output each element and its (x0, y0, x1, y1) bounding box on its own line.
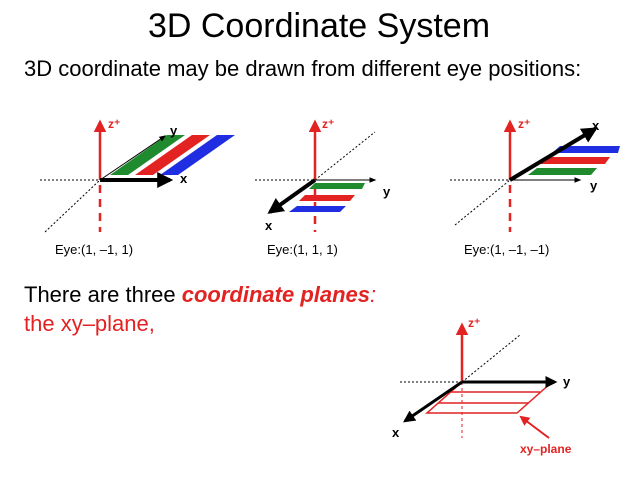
green-strip (528, 168, 597, 175)
green-strip (110, 135, 185, 175)
neg-y-axis (44, 179, 101, 233)
z-label: z⁺ (108, 117, 120, 131)
planes-colon: : (370, 282, 377, 307)
diagram-eye-2: z⁺ y x Eye:(1, 1, 1) (255, 117, 391, 257)
diagram-eye-3: z⁺ x y Eye:(1, –1, –1) (450, 117, 620, 257)
diagram-eye-1: z⁺ y x Eye:(1, –1, 1) (40, 117, 235, 257)
z-label: z⁺ (468, 316, 480, 330)
xy-plane-pointer (519, 415, 550, 439)
slide-title: 3D Coordinate System (147, 7, 491, 45)
blue-strip (160, 135, 235, 175)
z-label: z⁺ (322, 117, 334, 131)
red-strip (135, 135, 210, 175)
x-axis (403, 380, 463, 423)
blue-strip (552, 146, 620, 153)
eye-label: Eye:(1, –1, –1) (464, 242, 549, 257)
x-label: x (592, 118, 600, 133)
eye-label: Eye:(1, –1, 1) (55, 242, 133, 257)
z-label: z⁺ (518, 117, 530, 131)
xy-plane-text: the xy–plane, (24, 311, 155, 336)
x-label: x (180, 171, 188, 186)
xy-plane-diagram: z⁺ y x xy–plane (392, 316, 572, 456)
planes-prefix: There are three (24, 282, 182, 307)
xy-plane-quad (425, 381, 554, 414)
y-axis (99, 135, 167, 181)
green-strip (309, 183, 365, 189)
y-label: y (590, 178, 598, 193)
x-label: x (392, 425, 400, 440)
blue-strip (289, 206, 346, 212)
red-strip (299, 195, 355, 201)
coordinate-planes-sentence: There are three coordinate planes: (24, 281, 376, 309)
intro-text: 3D coordinate may be drawn from differen… (24, 56, 582, 81)
neg-x-axis (314, 131, 376, 181)
planes-emphasis: coordinate planes (181, 282, 371, 307)
x-axis (508, 127, 598, 182)
red-strip (540, 157, 610, 164)
eye-label: Eye:(1, 1, 1) (267, 242, 338, 257)
y-label: y (383, 184, 391, 199)
y-label: y (563, 374, 571, 389)
neg-x-axis (461, 334, 521, 383)
xy-plane-label: xy–plane (520, 442, 572, 456)
x-axis (267, 178, 317, 214)
x-label: x (265, 218, 273, 233)
y-label: y (170, 123, 178, 138)
neg-x-axis (454, 179, 511, 226)
